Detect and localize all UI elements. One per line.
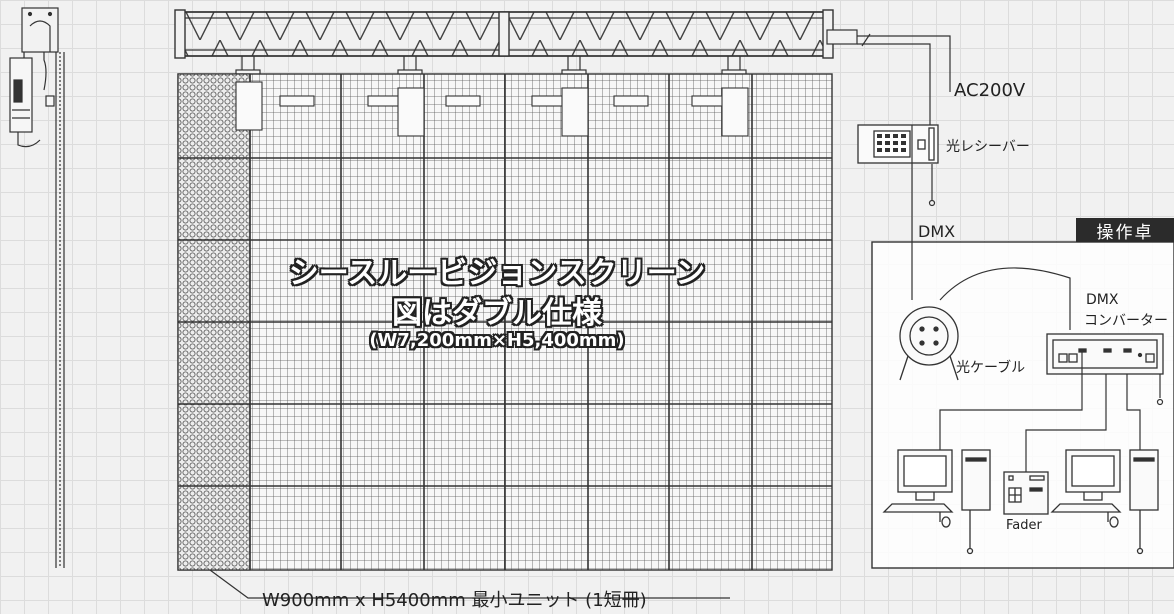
- receiver-label: 光レシーバー: [946, 139, 1030, 155]
- ac-power-label: AC200V: [954, 80, 1026, 101]
- side-view: [9, 7, 65, 568]
- unit-leader-line: [209, 569, 730, 599]
- fader-label: Fader: [1006, 518, 1042, 533]
- computer-right: [1050, 449, 1159, 555]
- converter-label-line2: コンバーター: [1084, 313, 1168, 329]
- power-wiring: [857, 33, 951, 207]
- fiber-cable-label: 光ケーブル: [956, 360, 1026, 376]
- led-screen: [177, 73, 833, 571]
- console-label: 操作卓: [1076, 218, 1174, 243]
- title-dimensions: (W7,200mm×H5,400mm): [369, 330, 625, 351]
- truss: [174, 9, 858, 59]
- fiber-reel: [899, 306, 959, 381]
- title-line2: 図はダブル仕様: [392, 296, 602, 331]
- dmx-converter: [1046, 333, 1164, 375]
- title-line1: シースルービジョンスクリーン: [288, 256, 706, 291]
- converter-wiring: [939, 352, 1164, 472]
- optical-receiver: [857, 124, 939, 164]
- dmx-cable: [911, 125, 1071, 330]
- converter-label-line1: DMX: [1086, 292, 1119, 308]
- computer-left: [882, 449, 991, 555]
- unit-caption: W900mm x H5400mm 最小ユニット (1短冊): [262, 590, 647, 611]
- dmx-label: DMX: [918, 222, 956, 241]
- fader-unit: [1003, 471, 1049, 515]
